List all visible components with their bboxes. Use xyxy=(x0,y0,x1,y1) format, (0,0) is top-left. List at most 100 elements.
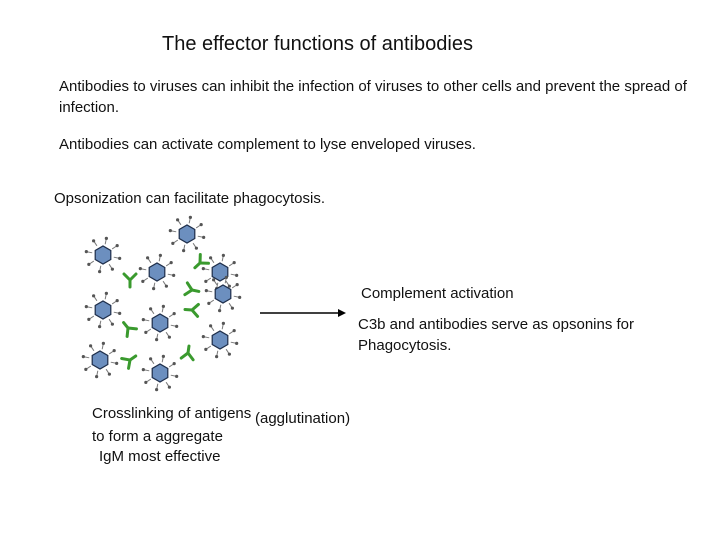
virus-spike-tip xyxy=(144,330,148,334)
complement-activation-label: Complement activation xyxy=(361,285,514,302)
paragraph-inhibit-infection: Antibodies to viruses can inhibit the in… xyxy=(59,78,687,116)
virus-spike-tip xyxy=(81,355,85,359)
igm-label: IgM most effective xyxy=(99,448,221,465)
virus-spike-tip xyxy=(227,284,231,288)
virus-spike-tip xyxy=(182,249,186,253)
virus-spike-tip xyxy=(115,244,119,248)
virus-spike-tip xyxy=(171,241,175,245)
virus-spike-tip xyxy=(115,361,119,365)
virus-spike-tip xyxy=(204,279,208,283)
antibody-arm xyxy=(179,351,190,360)
virus-spike-tip xyxy=(176,218,180,222)
virus-spike-tip xyxy=(207,301,211,305)
virus-spike-tip xyxy=(138,267,142,271)
virus-particle xyxy=(211,262,229,282)
virus-spike-tip xyxy=(155,388,159,392)
virus-spike-tip xyxy=(87,262,91,266)
antibody-arm xyxy=(185,281,194,292)
virus-spike-tip xyxy=(149,357,153,361)
virus-spike-tip xyxy=(146,256,150,260)
virus-spike-tip xyxy=(141,318,145,322)
paragraph-opsonization: Opsonization can facilitate phagocytosis… xyxy=(54,190,325,207)
virus-spike-tip xyxy=(104,291,108,295)
virus-spike-tip xyxy=(215,355,219,359)
virus-spike-tip xyxy=(235,273,239,277)
virus-spike-tip xyxy=(98,325,102,329)
virus-spike-tip xyxy=(115,299,119,303)
virus-spike-tip xyxy=(175,374,179,378)
virus-spike-tip xyxy=(118,311,122,315)
virus-spike-tip xyxy=(232,261,236,265)
virus-spike-tip xyxy=(167,335,171,339)
virus-particle xyxy=(178,224,196,244)
virus-particle xyxy=(211,330,229,350)
virus-spike-tip xyxy=(221,321,225,325)
virus-spike-tip xyxy=(218,309,222,313)
aggregate-label: to form a aggregate xyxy=(92,428,223,445)
virus-particle xyxy=(148,262,166,282)
virus-spike-tip xyxy=(201,267,205,271)
virus-spike-tip xyxy=(95,375,99,379)
virus-spike-tip xyxy=(164,284,168,288)
virus-spike-tip xyxy=(238,295,242,299)
agglutination-label: (agglutination) xyxy=(255,410,351,427)
virus-spike-tip xyxy=(118,256,122,260)
virus-particle xyxy=(151,363,169,383)
agglutination-diagram xyxy=(81,215,242,392)
virus-spike-tip xyxy=(209,256,213,260)
antibody-arm xyxy=(120,357,132,362)
virus-spike-tip xyxy=(161,354,165,358)
opsonin-label: C3b and antibodies serve as opsonins for… xyxy=(358,316,635,354)
virus-spike-tip xyxy=(232,329,236,333)
virus-spike-tip xyxy=(204,347,208,351)
crosslinking-label: Crosslinking of antigens xyxy=(92,405,252,422)
virus-spike-tip xyxy=(110,267,114,271)
virus-spike-tip xyxy=(141,368,145,372)
virus-spike-tip xyxy=(110,322,114,326)
virus-spike-tip xyxy=(221,253,225,257)
virus-spike-tip xyxy=(168,229,172,233)
virus-spike-tip xyxy=(224,275,228,279)
virus-spike-tip xyxy=(202,235,206,239)
paragraph-complement-lysis: Antibodies can activate complement to ly… xyxy=(59,136,476,153)
virus-spike-tip xyxy=(235,283,239,287)
virus-spike-tip xyxy=(92,294,96,298)
virus-spike-tip xyxy=(199,223,203,227)
antibody-icon xyxy=(122,272,138,289)
antibody-icon xyxy=(122,321,138,338)
virus-spike-tip xyxy=(172,362,176,366)
virus-spike-tip xyxy=(107,372,111,376)
virus-spike-tip xyxy=(167,385,171,389)
virus-particle xyxy=(91,350,109,370)
virus-particle xyxy=(214,284,232,304)
virus-spike-tip xyxy=(158,253,162,257)
arrow-icon xyxy=(260,309,346,317)
virus-particle xyxy=(94,300,112,320)
antibody-icon xyxy=(120,354,138,370)
antibody-icon xyxy=(183,302,200,318)
virus-spike-tip xyxy=(172,312,176,316)
virus-spike-tip xyxy=(155,338,159,342)
virus-spike-tip xyxy=(161,304,165,308)
virus-spike-tip xyxy=(169,261,173,265)
arrow-head xyxy=(338,309,346,317)
virus-spike-tip xyxy=(89,344,93,348)
virus-spike-tip xyxy=(101,341,105,345)
virus-spike-tip xyxy=(227,352,231,356)
antibody-icon xyxy=(179,344,195,362)
virus-spike-tip xyxy=(98,270,102,274)
antibody-arm xyxy=(128,272,138,282)
virus-spike-tip xyxy=(112,349,116,353)
virus-spike-tip xyxy=(92,239,96,243)
virus-particle xyxy=(151,313,169,333)
virus-spike-tip xyxy=(84,305,88,309)
slide-title: The effector functions of antibodies xyxy=(162,33,473,55)
antibody-arm xyxy=(198,261,210,265)
antibody-arm xyxy=(125,326,130,338)
antibody-arm xyxy=(190,308,200,318)
virus-spike-tip xyxy=(201,335,205,339)
virus-spike-tip xyxy=(172,273,176,277)
virus-spike-tip xyxy=(188,215,192,219)
virus-spike-tip xyxy=(209,324,213,328)
virus-spike-tip xyxy=(212,278,216,282)
